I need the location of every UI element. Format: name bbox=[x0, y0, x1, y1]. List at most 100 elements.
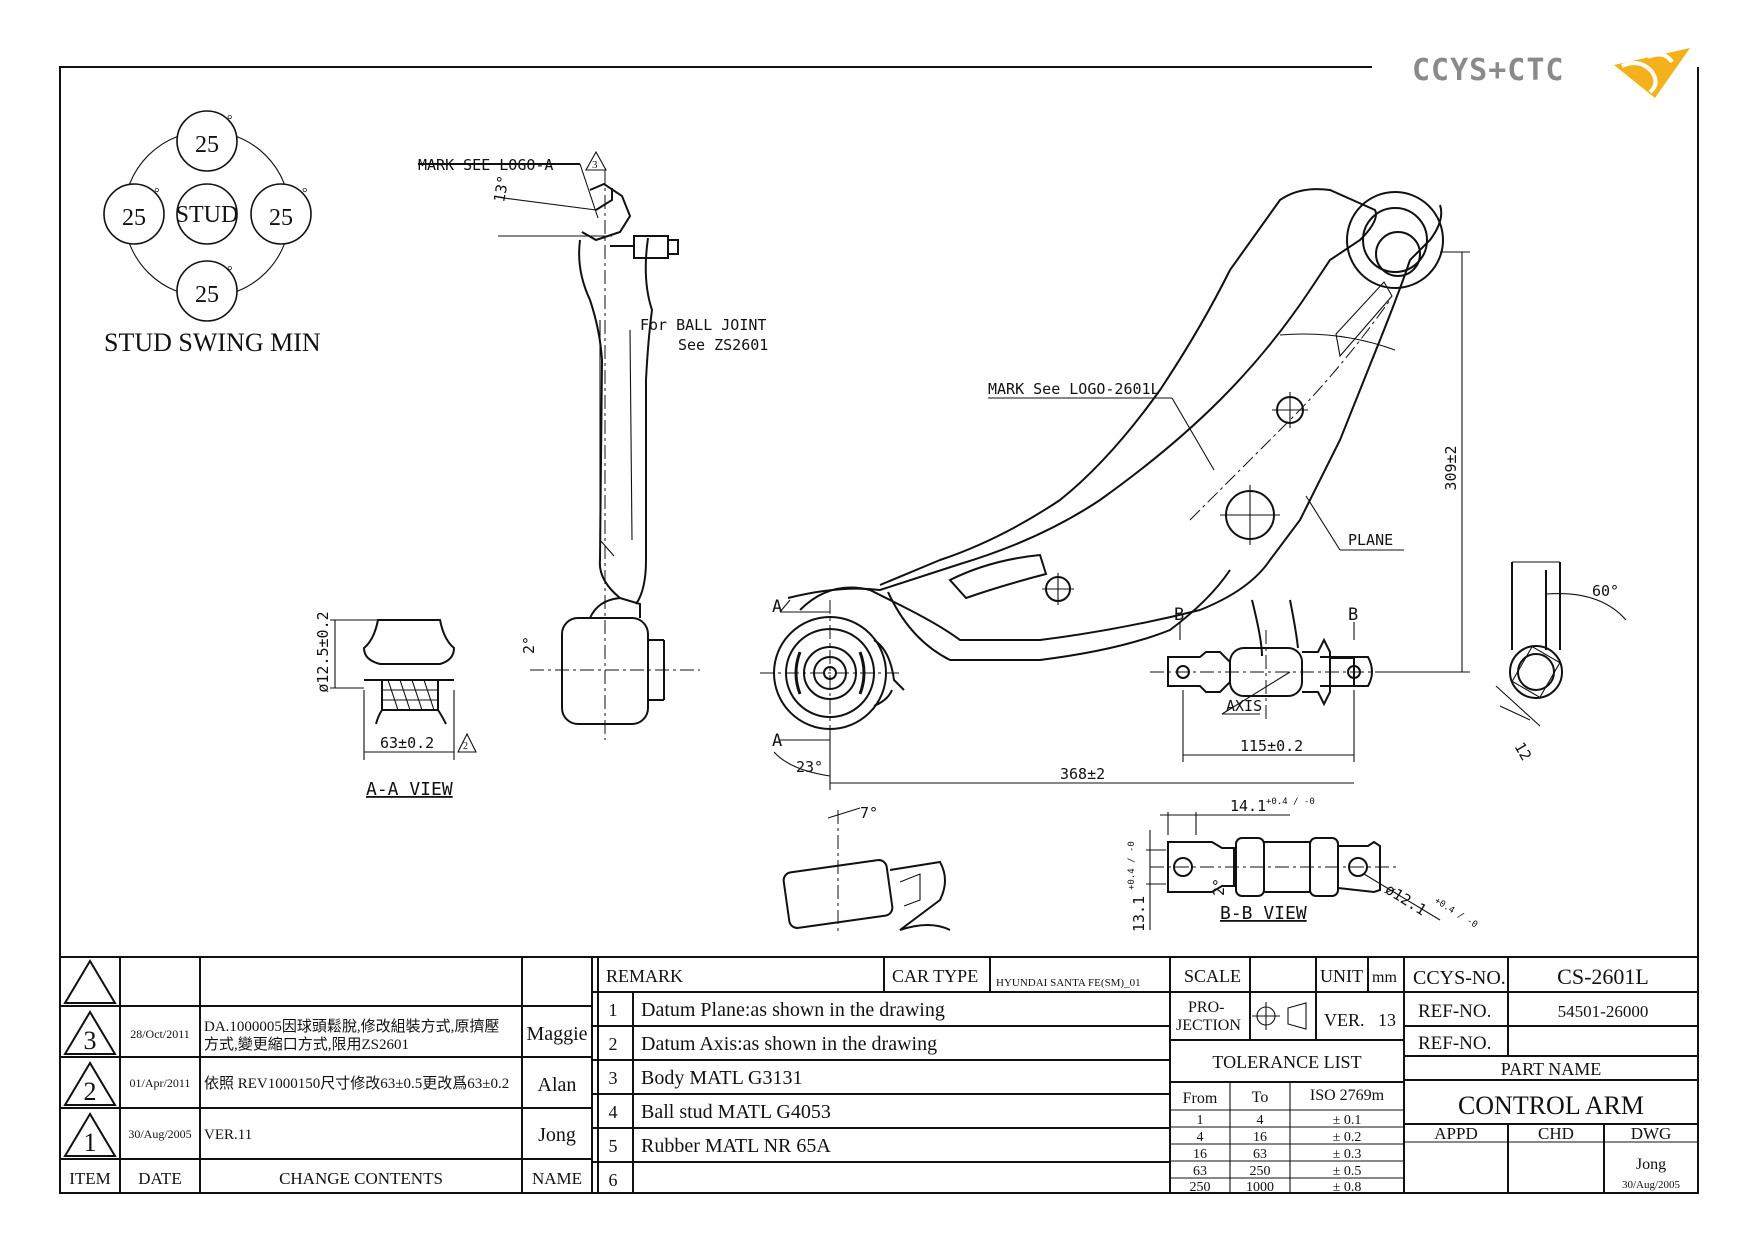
bb-view-title: B-B VIEW bbox=[1220, 903, 1307, 924]
ccys-no-label: CCYS-NO. bbox=[1413, 967, 1506, 989]
angle-2-left-label: 2° bbox=[520, 636, 538, 654]
angle-60-label: 60° bbox=[1592, 582, 1619, 600]
rev-item-2: 2 bbox=[84, 1077, 97, 1106]
remark-no-2: 2 bbox=[609, 1034, 618, 1054]
remark-text-5: Rubber MATL NR 65A bbox=[641, 1135, 831, 1157]
svg-text:± 0.5: ± 0.5 bbox=[1333, 1164, 1362, 1179]
remark-header: REMARK bbox=[606, 966, 683, 986]
dim-63: 63±0.2 bbox=[380, 734, 434, 752]
svg-text:°: ° bbox=[154, 186, 160, 201]
ver-value: 13 bbox=[1378, 1010, 1396, 1030]
rev-name-2: Alan bbox=[538, 1074, 577, 1096]
part-name-label: PART NAME bbox=[1501, 1059, 1601, 1079]
scale-tolerance-block: SCALE UNIT mm PRO- JECTION VER. 13 TOLER… bbox=[1170, 957, 1405, 1195]
unit-label: UNIT bbox=[1320, 966, 1363, 986]
remark-text-2: Datum Axis:as shown in the drawing bbox=[641, 1033, 937, 1055]
projection-label-1: PRO- bbox=[1188, 999, 1224, 1016]
bushing-angle-detail: 7° bbox=[782, 804, 951, 935]
svg-text:± 0.1: ± 0.1 bbox=[1333, 1113, 1362, 1128]
aa-view-title: A-A VIEW bbox=[366, 779, 453, 800]
mark-logo-a-label: MARK SEE LOGO-A bbox=[418, 156, 553, 174]
svg-text:4: 4 bbox=[1257, 1113, 1264, 1128]
ccys-no-value: CS-2601L bbox=[1557, 964, 1649, 989]
svg-text:63: 63 bbox=[1193, 1164, 1207, 1179]
svg-text:4: 4 bbox=[1197, 1130, 1204, 1145]
rev-header-item: ITEM bbox=[69, 1169, 111, 1188]
svg-text:± 0.2: ± 0.2 bbox=[1333, 1130, 1362, 1145]
stud-swing-diagram: 25 25 STUD 25 25 ° ° ° ° STUD SWING MIN bbox=[103, 110, 321, 357]
rev-date-2: 01/Apr/2011 bbox=[130, 1076, 191, 1090]
svg-text:16: 16 bbox=[1253, 1130, 1267, 1145]
swing-angle-left: 25 bbox=[122, 205, 146, 231]
rev-change-2-line1: 依照 REV1000150尺寸修改63±0.5更改爲63±0.2 bbox=[204, 1075, 509, 1092]
svg-text:± 0.3: ± 0.3 bbox=[1333, 1147, 1362, 1162]
ball-joint-note-2: See ZS2601 bbox=[678, 336, 768, 354]
dim-309: 309±2 bbox=[1442, 445, 1460, 490]
rev-item-1: 1 bbox=[84, 1128, 97, 1157]
svg-text:1000: 1000 bbox=[1246, 1180, 1274, 1195]
remarks-table: REMARK CAR TYPE HYUNDAI SANTA FE(SM)_01 … bbox=[592, 957, 1171, 1193]
section-b-left-label: B bbox=[1174, 605, 1184, 625]
remark-no-5: 5 bbox=[609, 1136, 618, 1156]
svg-text:°: ° bbox=[227, 264, 233, 279]
stud-angle-detail: 60° 12 bbox=[1495, 561, 1627, 764]
svg-text:16: 16 bbox=[1193, 1147, 1207, 1162]
projection-label-2: JECTION bbox=[1176, 1017, 1241, 1034]
swing-center-label: STUD bbox=[176, 202, 239, 228]
svg-text:2: 2 bbox=[463, 741, 468, 752]
rev-change-1-line1: VER.11 bbox=[204, 1127, 252, 1143]
rev-change-3-line2: 方式,變更縮口方式,限用ZS2601 bbox=[204, 1036, 409, 1053]
dim-368: 368±2 bbox=[1060, 765, 1105, 783]
angle-7-label: 7° bbox=[860, 804, 878, 822]
plane-label: PLANE bbox=[1348, 531, 1393, 549]
mark-logo-2601l-label: MARK See LOGO-2601L bbox=[988, 380, 1160, 398]
appd-label: APPD bbox=[1434, 1124, 1477, 1143]
ccys-ctc-logo: CCYS+CTC bbox=[1412, 48, 1690, 98]
ref-no-value: 54501-26000 bbox=[1558, 1002, 1649, 1021]
svg-text:250: 250 bbox=[1250, 1164, 1271, 1179]
bb-view: 14.1 +0.4 / -0 13.1 +0.4 / -0 2° ø12.1 +… bbox=[1127, 797, 1479, 932]
dim-dia-12-1: ø12.1 bbox=[1382, 880, 1430, 919]
revision-table: 3 28/Oct/2011 DA.1000005因球頭鬆脫,修改組裝方式,原擠壓… bbox=[60, 957, 593, 1193]
projection-symbol-icon bbox=[1252, 1002, 1307, 1030]
rev-item-3: 3 bbox=[84, 1026, 97, 1055]
rev-name-3: Maggie bbox=[526, 1023, 587, 1045]
car-type-value: HYUNDAI SANTA FE(SM)_01 bbox=[996, 977, 1141, 989]
title-block: 3 28/Oct/2011 DA.1000005因球頭鬆脫,修改組裝方式,原擠壓… bbox=[59, 956, 1699, 1195]
svg-text:°: ° bbox=[302, 186, 308, 201]
ref-no-2-label: REF-NO. bbox=[1418, 1033, 1491, 1054]
dwg-name: Jong bbox=[1636, 1156, 1666, 1173]
car-type-label: CAR TYPE bbox=[892, 966, 978, 986]
rev-header-name: NAME bbox=[532, 1169, 582, 1188]
dim-dia-12-1-tol: +0.4 / -0 bbox=[1432, 896, 1479, 930]
ref-no-label: REF-NO. bbox=[1418, 1001, 1491, 1022]
section-a-top-label: A bbox=[772, 597, 782, 617]
remark-no-1: 1 bbox=[609, 1000, 618, 1020]
dim-13-1-tol: +0.4 / -0 bbox=[1127, 841, 1137, 890]
swing-angle-top: 25 bbox=[195, 132, 219, 158]
tolerance-title: TOLERANCE LIST bbox=[1212, 1052, 1361, 1072]
dwg-date: 30/Aug/2005 bbox=[1622, 1179, 1681, 1191]
remark-text-3: Body MATL G3131 bbox=[641, 1067, 802, 1089]
remark-no-3: 3 bbox=[609, 1068, 618, 1088]
swing-angle-bottom: 25 bbox=[195, 282, 219, 308]
svg-text:250: 250 bbox=[1190, 1180, 1211, 1195]
tol-header-iso: ISO 2769m bbox=[1310, 1087, 1385, 1104]
dwg-label: DWG bbox=[1631, 1124, 1672, 1143]
rev-name-1: Jong bbox=[538, 1124, 576, 1146]
svg-text:± 0.8: ± 0.8 bbox=[1333, 1180, 1362, 1195]
ver-label: VER. bbox=[1324, 1010, 1365, 1030]
rev-header-change: CHANGE CONTENTS bbox=[279, 1169, 443, 1188]
ball-joint-note-1: For BALL JOINT bbox=[640, 316, 766, 334]
stud-swing-caption: STUD SWING MIN bbox=[104, 328, 321, 357]
svg-text:63: 63 bbox=[1253, 1147, 1267, 1162]
dim-12-label: 12 bbox=[1511, 739, 1536, 764]
remark-text-1: Datum Plane:as shown in the drawing bbox=[641, 999, 945, 1021]
logo-text: CCYS+CTC bbox=[1412, 53, 1565, 88]
remark-no-6: 6 bbox=[609, 1170, 618, 1190]
angle-13-label: 13° bbox=[490, 174, 512, 204]
chd-label: CHD bbox=[1538, 1124, 1574, 1143]
swing-angle-right: 25 bbox=[269, 205, 293, 231]
dim-13-1: 13.1 bbox=[1130, 896, 1148, 932]
axis-label: AXIS bbox=[1226, 697, 1262, 715]
